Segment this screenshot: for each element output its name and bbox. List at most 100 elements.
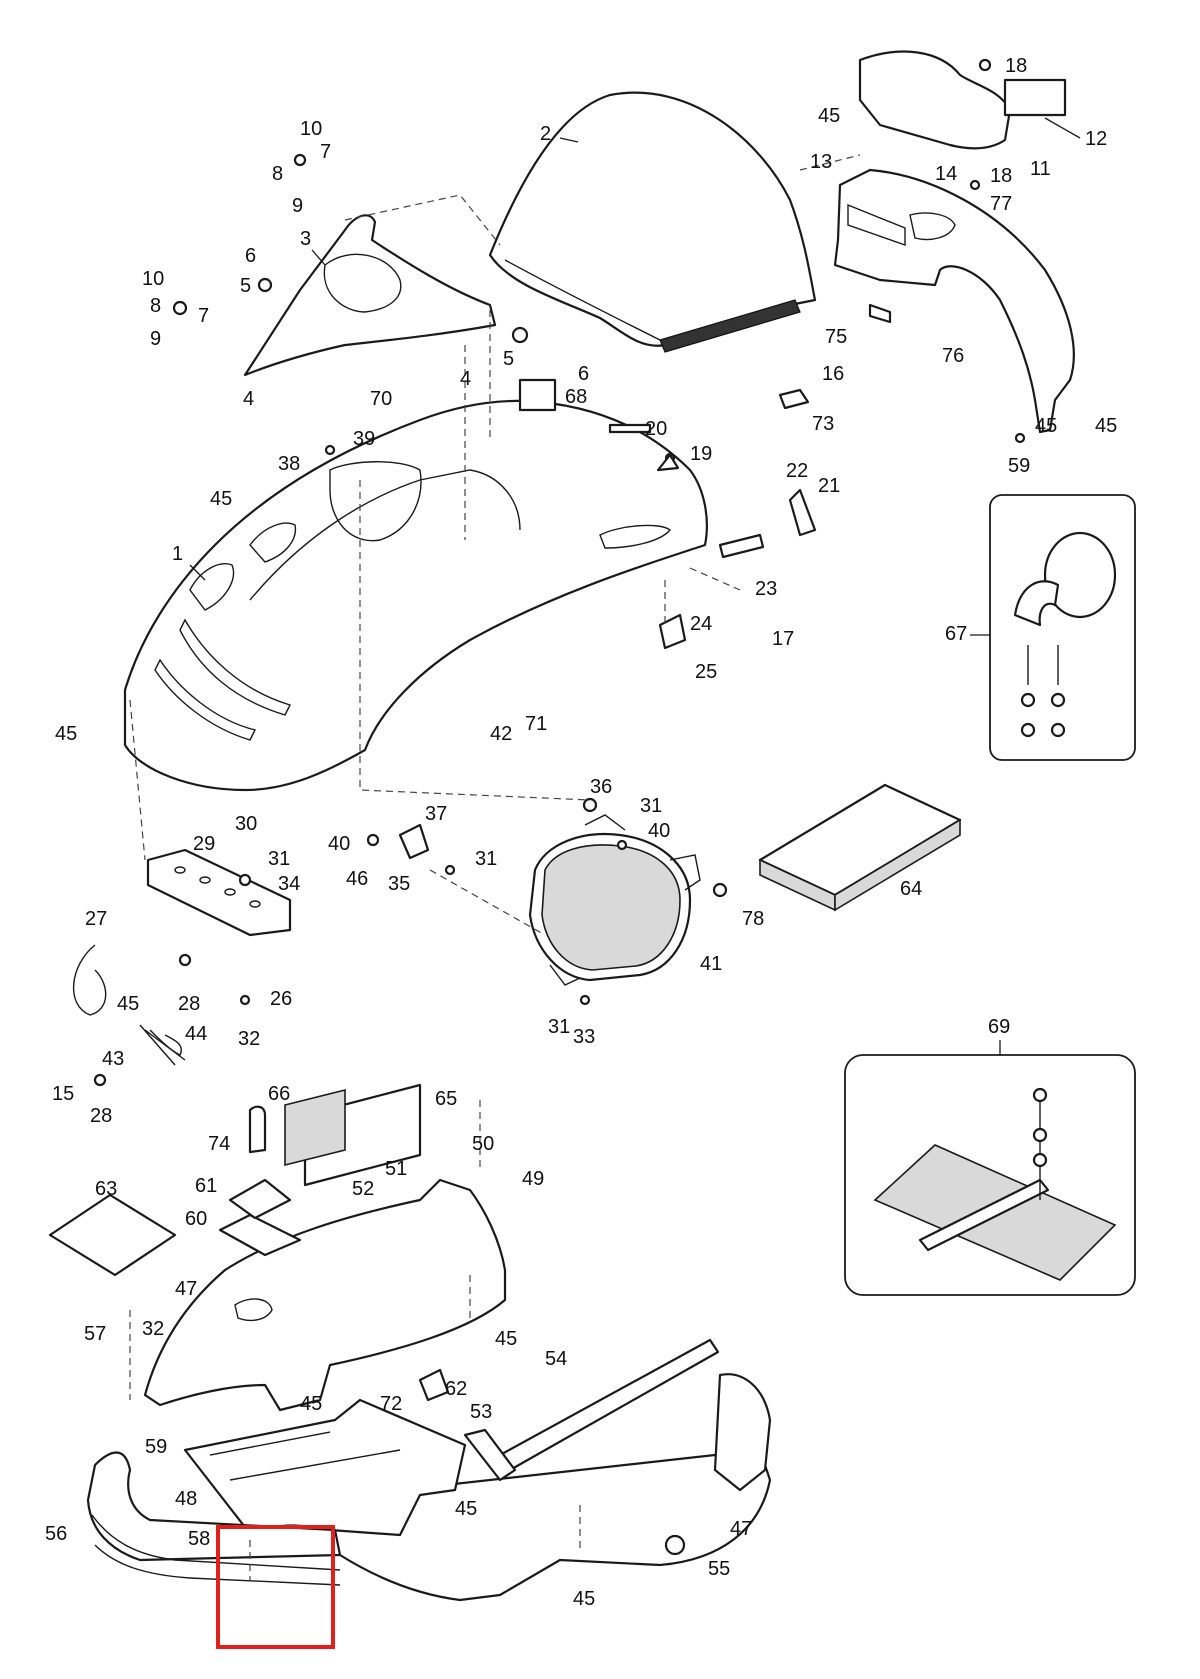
callout-10a: 10: [300, 118, 322, 140]
callout-8b: 8: [150, 295, 161, 317]
callout-61: 61: [195, 1175, 217, 1197]
callout-12: 12: [1085, 128, 1107, 150]
callout-32a: 32: [238, 1028, 260, 1050]
callout-35: 35: [388, 873, 410, 895]
callout-42: 42: [490, 723, 512, 745]
callout-25: 25: [695, 661, 717, 683]
callout-24: 24: [690, 613, 712, 635]
callout-45a: 45: [818, 105, 840, 127]
callout-69: 69: [988, 1016, 1010, 1038]
callout-17: 17: [772, 628, 794, 650]
callout-75: 75: [825, 326, 847, 348]
plate: [48, 1193, 177, 1277]
bracket-plate: [146, 848, 292, 937]
callout-45e: 45: [117, 993, 139, 1015]
callout-2: 2: [540, 123, 551, 145]
callout-47a: 47: [175, 1278, 197, 1300]
callout-43: 43: [102, 1048, 124, 1070]
callout-36: 36: [590, 776, 612, 798]
trim-strip: [463, 1338, 720, 1482]
foam-block: [758, 783, 962, 912]
callout-71: 71: [525, 713, 547, 735]
callout-48: 48: [175, 1488, 197, 1510]
callout-51: 51: [385, 1158, 407, 1180]
callout-68: 68: [565, 386, 587, 408]
callout-3: 3: [300, 228, 311, 250]
callout-76: 76: [942, 345, 964, 367]
callout-28b: 28: [90, 1105, 112, 1127]
callout-15: 15: [52, 1083, 74, 1105]
callout-7a: 7: [320, 141, 331, 163]
callout-64: 64: [900, 878, 922, 900]
callout-5a: 5: [240, 275, 251, 297]
callout-73: 73: [812, 413, 834, 435]
callout-44: 44: [185, 1023, 207, 1045]
callout-8a: 8: [272, 163, 283, 185]
callout-32b: 32: [142, 1318, 164, 1340]
callout-38: 38: [278, 453, 300, 475]
callout-7b: 7: [198, 305, 209, 327]
callout-4a: 4: [460, 368, 471, 390]
callout-31d: 31: [548, 1016, 570, 1038]
callout-70: 70: [370, 388, 392, 410]
callout-66: 66: [268, 1083, 290, 1105]
callout-40a: 40: [328, 833, 350, 855]
callout-19: 19: [690, 443, 712, 465]
callout-31b: 31: [475, 848, 497, 870]
assembly-lines: [129, 154, 861, 1580]
hardware: [93, 58, 1026, 1556]
callout-28a: 28: [178, 993, 200, 1015]
callout-4b: 4: [243, 388, 254, 410]
console-assembly: [833, 50, 1075, 434]
callout-67: 67: [945, 623, 967, 645]
callout-23: 23: [755, 578, 777, 600]
headlight-assembly: [528, 814, 701, 986]
callout-labels: 1 2 3 4 4 5 5 6 6 7 7 8 8 9 9 10 10 11 1…: [45, 55, 1117, 1610]
callout-5b: 5: [503, 348, 514, 370]
bumper: [86, 1451, 342, 1586]
callout-39: 39: [353, 428, 375, 450]
callout-40b: 40: [648, 820, 670, 842]
callout-45c: 45: [210, 488, 232, 510]
callout-59a: 59: [1008, 455, 1030, 477]
callout-18a: 18: [1005, 55, 1027, 77]
callout-9b: 9: [150, 328, 161, 350]
callout-34: 34: [278, 873, 300, 895]
callout-56: 56: [45, 1523, 67, 1545]
callout-6a: 6: [245, 245, 256, 267]
callout-52: 52: [352, 1178, 374, 1200]
callout-74: 74: [208, 1133, 230, 1155]
callout-18b: 18: [990, 165, 1012, 187]
callout-16: 16: [822, 363, 844, 385]
callout-65: 65: [435, 1088, 457, 1110]
callout-27: 27: [85, 908, 107, 930]
callout-31c: 31: [640, 795, 662, 817]
callout-63: 63: [95, 1178, 117, 1200]
callout-50: 50: [472, 1133, 494, 1155]
callout-45b: 45: [1095, 415, 1117, 437]
callout-49: 49: [522, 1168, 544, 1190]
filter-plates: [284, 1083, 422, 1187]
mirror-inset: [989, 494, 1136, 761]
callout-58: 58: [188, 1528, 210, 1550]
brackets: [218, 1105, 302, 1257]
windshield: [488, 91, 817, 353]
callout-14: 14: [935, 163, 957, 185]
callout-59b: 59: [145, 1436, 167, 1458]
side-vent-panel: [243, 214, 497, 377]
callout-20: 20: [645, 418, 667, 440]
callout-29: 29: [193, 833, 215, 855]
callout-62: 62: [445, 1378, 467, 1400]
callout-10b: 10: [142, 268, 164, 290]
callout-37: 37: [425, 803, 447, 825]
callout-45h: 45: [455, 1498, 477, 1520]
callout-45i: 45: [573, 1588, 595, 1610]
callout-47b: 47: [730, 1518, 752, 1540]
grille-inset: [844, 1054, 1136, 1296]
callout-6b: 6: [578, 363, 589, 385]
callout-45d: 45: [55, 723, 77, 745]
callout-31a: 31: [268, 848, 290, 870]
callout-45f: 45: [495, 1328, 517, 1350]
